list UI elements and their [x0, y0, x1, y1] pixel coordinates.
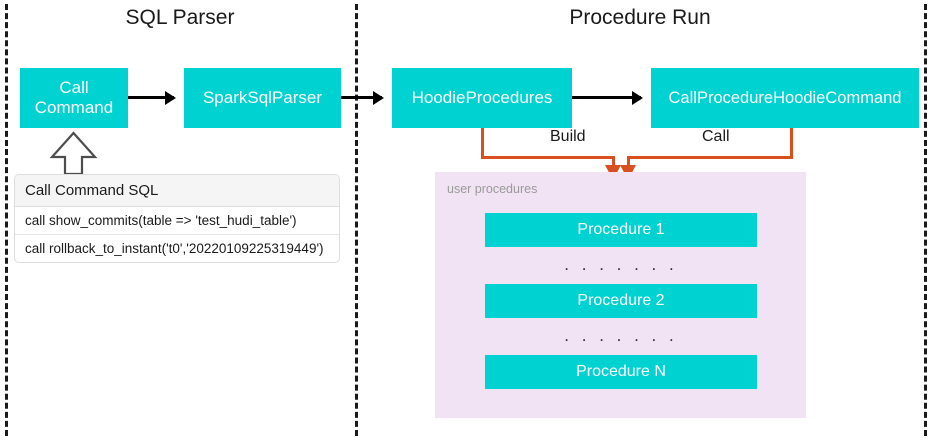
divider-dashed-middle: [355, 4, 358, 436]
section-title-sql-parser: SQL Parser: [125, 6, 235, 29]
build-connector-horizontal: [481, 156, 615, 159]
call-command-sql-panel: Call Command SQL call show_commits(table…: [14, 174, 340, 263]
procedure-ellipsis-2: . . . . . . .: [564, 326, 678, 345]
node-spark-sql-parser[interactable]: SparkSqlParser: [184, 68, 341, 128]
arrow-hoodie-procedures-to-call-procedure-hoodie-command: [572, 96, 641, 99]
build-connector-vertical-right: [612, 156, 615, 168]
call-connector-vertical-left: [627, 156, 630, 168]
user-procedures-panel: user procedures Procedure 1 . . . . . . …: [435, 172, 806, 418]
sql-row-rollback-to-instant[interactable]: call rollback_to_instant('t0','202201092…: [25, 241, 324, 256]
sql-row-show-commits[interactable]: call show_commits(table => 'test_hudi_ta…: [15, 207, 339, 235]
procedure-item-2[interactable]: Procedure 2: [485, 284, 757, 318]
arrow-call-command-to-spark-sql-parser: [128, 96, 174, 99]
node-call-command[interactable]: Call Command: [20, 68, 128, 128]
hollow-up-arrow-icon: [49, 131, 98, 175]
build-connector-vertical-left: [481, 128, 484, 159]
procedure-item-1[interactable]: Procedure 1: [485, 213, 757, 247]
node-call-procedure-hoodie-command[interactable]: CallProcedureHoodieCommand: [651, 68, 919, 128]
user-procedures-label: user procedures: [447, 182, 538, 196]
divider-dashed-right: [924, 4, 927, 436]
procedure-ellipsis-1: . . . . . . .: [564, 255, 678, 274]
section-title-procedure-run: Procedure Run: [569, 6, 711, 29]
arrow-spark-sql-parser-to-hoodie-procedures: [341, 96, 382, 99]
call-connector-horizontal: [627, 156, 793, 159]
sql-panel-header: Call Command SQL: [15, 175, 339, 207]
edge-label-build: Build: [545, 128, 591, 146]
call-connector-vertical-right: [790, 128, 793, 159]
edge-label-call: Call: [697, 128, 735, 146]
node-hoodie-procedures[interactable]: HoodieProcedures: [392, 68, 572, 128]
procedure-item-n[interactable]: Procedure N: [485, 355, 757, 389]
divider-dashed-left: [5, 4, 8, 436]
